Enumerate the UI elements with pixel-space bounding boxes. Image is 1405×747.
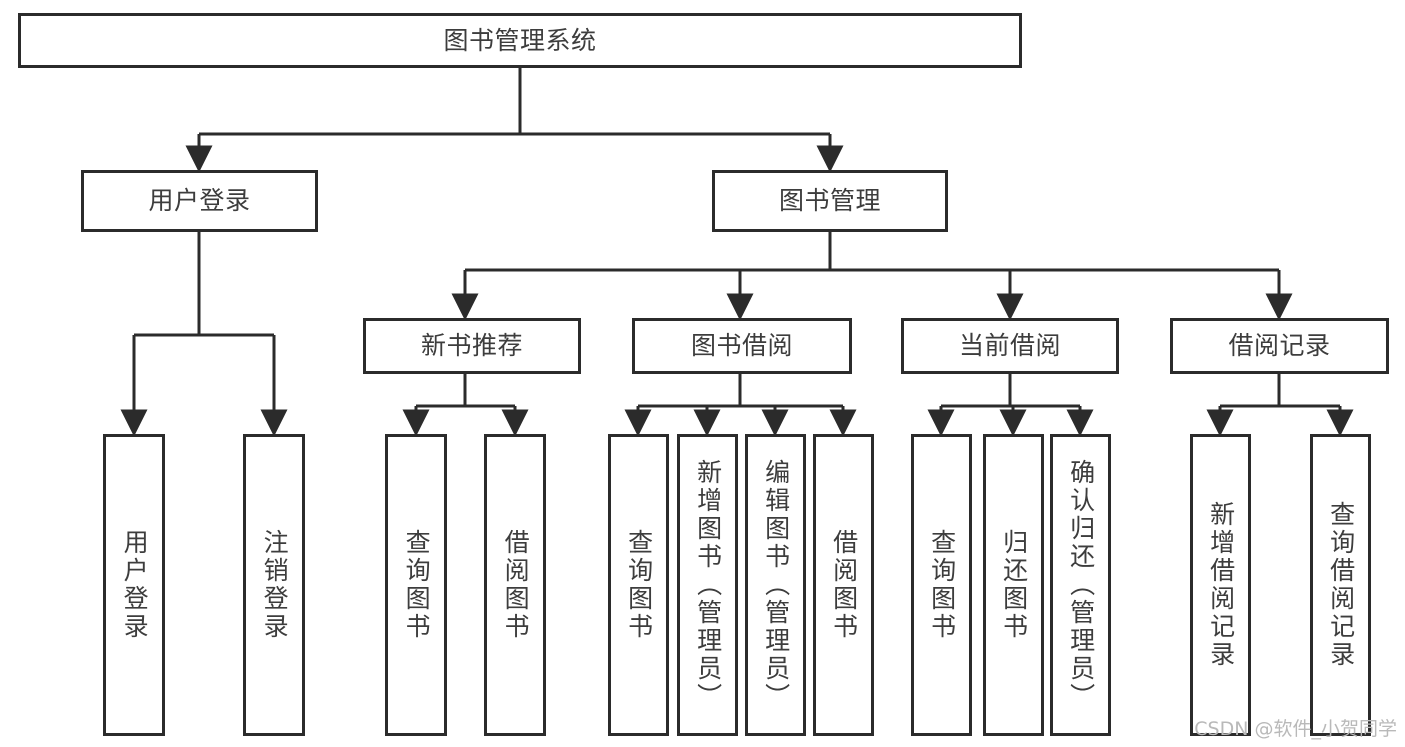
node-leaf-3-label: 借阅图书 — [501, 529, 531, 641]
node-leaf-4-label: 查询图书 — [624, 529, 654, 641]
node-level3-3-label: 借阅记录 — [1228, 331, 1331, 361]
node-level2-0[interactable]: 用户登录 — [81, 170, 318, 232]
node-leaf-5[interactable]: 新增图书（管理员） — [677, 434, 738, 736]
node-level2-1-label: 图书管理 — [778, 186, 881, 216]
node-leaf-6-label: 编辑图书（管理员） — [761, 459, 791, 711]
node-leaf-1[interactable]: 注销登录 — [243, 434, 305, 736]
node-leaf-0-label: 用户登录 — [120, 529, 150, 641]
node-root[interactable]: 图书管理系统 — [18, 13, 1022, 68]
node-leaf-8-label: 查询图书 — [927, 529, 957, 641]
node-leaf-2[interactable]: 查询图书 — [385, 434, 447, 736]
node-leaf-10-label: 确认归还（管理员） — [1066, 459, 1096, 711]
node-leaf-7-label: 借阅图书 — [829, 529, 859, 641]
node-leaf-11[interactable]: 新增借阅记录 — [1190, 434, 1251, 736]
node-level3-2-label: 当前借阅 — [958, 331, 1061, 361]
node-leaf-6[interactable]: 编辑图书（管理员） — [745, 434, 806, 736]
node-leaf-11-label: 新增借阅记录 — [1206, 501, 1236, 669]
node-level3-0-label: 新书推荐 — [420, 331, 523, 361]
node-level3-1[interactable]: 图书借阅 — [632, 318, 852, 374]
node-leaf-1-label: 注销登录 — [260, 529, 290, 641]
node-leaf-2-label: 查询图书 — [402, 529, 432, 641]
node-leaf-0[interactable]: 用户登录 — [103, 434, 165, 736]
node-leaf-9-label: 归还图书 — [999, 529, 1029, 641]
node-leaf-4[interactable]: 查询图书 — [608, 434, 669, 736]
node-level2-1[interactable]: 图书管理 — [712, 170, 948, 232]
node-leaf-10[interactable]: 确认归还（管理员） — [1050, 434, 1111, 736]
node-level2-0-label: 用户登录 — [148, 186, 251, 216]
node-leaf-5-label: 新增图书（管理员） — [693, 459, 723, 711]
watermark-label: CSDN @软件_小贺同学 — [1194, 718, 1397, 740]
node-level3-1-label: 图书借阅 — [690, 331, 793, 361]
node-leaf-7[interactable]: 借阅图书 — [813, 434, 874, 736]
node-leaf-3[interactable]: 借阅图书 — [484, 434, 546, 736]
node-leaf-8[interactable]: 查询图书 — [911, 434, 972, 736]
node-leaf-9[interactable]: 归还图书 — [983, 434, 1044, 736]
node-leaf-12[interactable]: 查询借阅记录 — [1310, 434, 1371, 736]
node-leaf-12-label: 查询借阅记录 — [1326, 501, 1356, 669]
node-level3-0[interactable]: 新书推荐 — [363, 318, 581, 374]
node-root-label: 图书管理系统 — [443, 25, 597, 55]
node-level3-3[interactable]: 借阅记录 — [1170, 318, 1389, 374]
node-level3-2[interactable]: 当前借阅 — [901, 318, 1119, 374]
